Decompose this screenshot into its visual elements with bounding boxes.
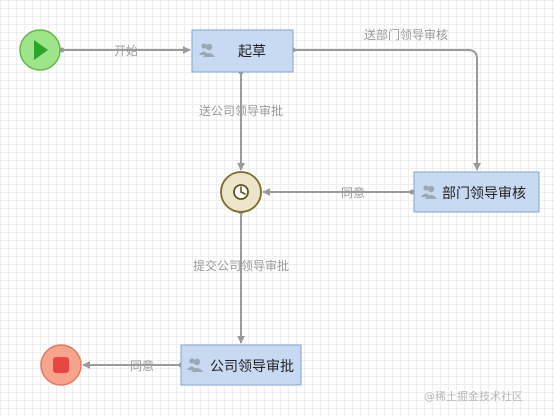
- task-label-company-approval: 公司领导审批: [210, 359, 294, 375]
- clock-icon: [233, 184, 249, 200]
- stop-icon: [53, 357, 69, 373]
- task-company-approval[interactable]: 公司领导审批: [180, 344, 302, 386]
- end-event[interactable]: [40, 344, 82, 386]
- edge-dept-to-timer[interactable]: 同意: [262, 185, 415, 200]
- timer-event[interactable]: [220, 171, 262, 213]
- user-group-icon: [199, 43, 215, 57]
- task-dept-review[interactable]: 部门领导审核: [413, 171, 540, 213]
- edge-company-to-end[interactable]: 同意: [82, 358, 184, 373]
- edge-draft-to-timer[interactable]: 送公司领导审批: [199, 69, 283, 171]
- edge-label-dept-review: 送部门领导审核: [364, 27, 448, 42]
- user-group-icon: [421, 185, 437, 199]
- edge-draft-to-dept-review[interactable]: 送部门领导审核: [290, 27, 481, 171]
- task-label-draft: 起草: [238, 44, 266, 60]
- play-icon: [34, 40, 48, 60]
- edge-timer-to-company-approval[interactable]: 提交公司领导审批: [193, 209, 289, 344]
- edge-label-submit-company: 提交公司领导审批: [193, 258, 289, 273]
- edge-start-to-draft[interactable]: 开始: [59, 44, 191, 58]
- watermark: @稀土掘金技术社区: [424, 389, 523, 403]
- edge-label-agree-company: 同意: [130, 358, 154, 373]
- start-event[interactable]: [19, 29, 61, 71]
- task-label-dept-review: 部门领导审核: [442, 186, 526, 202]
- edge-label-agree-dept: 同意: [341, 185, 365, 200]
- edge-label-start: 开始: [114, 44, 138, 58]
- task-draft[interactable]: 起草: [191, 29, 294, 73]
- edge-label-company-approval: 送公司领导审批: [199, 103, 283, 118]
- user-group-icon: [187, 358, 203, 372]
